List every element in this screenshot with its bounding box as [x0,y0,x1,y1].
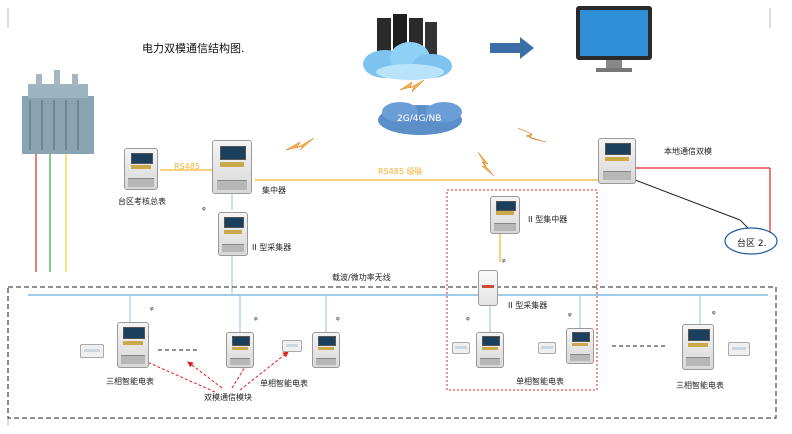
area-assessment-meter [124,148,158,190]
rs485-left-label: RS485 [174,162,200,171]
antenna-icon: ᵠ [466,316,470,326]
antenna-icon: ᵠ [202,206,206,216]
carrier-line-label: 载波/微功率无线 [332,273,391,282]
collector-ii-mid-label: II 型采集器 [508,301,548,310]
single-phase-mid-label: 单相智能电表 [516,377,564,386]
three-phase-meter-left [117,322,149,368]
arrow-right-icon [490,37,534,59]
lightning-icon [285,137,315,151]
local-dual-mode-device [598,138,636,184]
type-ii-area-boundary [446,189,598,391]
cellular-cloud-icon [378,102,462,135]
dual-mode-module-card [452,342,470,354]
concentrator-ii-label: II 型集中器 [528,215,568,224]
area2-node [724,227,778,255]
single-phase-meter-3 [476,332,504,368]
single-phase-left-label: 单相智能电表 [260,379,308,388]
concentrator-label: 集中器 [262,186,286,195]
lightning-icon [477,151,495,177]
three-phase-left-label: 三相智能电表 [106,377,154,386]
diagram-title: 电力双模通信结构图. [142,42,245,55]
antenna-icon: ᵠ [502,258,506,268]
transformer-icon [22,70,94,154]
single-phase-meter-4 [566,328,594,364]
antenna-icon: ᵠ [712,310,716,320]
lightning-icon [399,79,425,93]
dual-mode-module-card [728,342,750,356]
area-meter-label: 台区考核总表 [118,197,166,206]
antenna-icon: ᵠ [254,316,258,326]
three-phase-meter-right [682,324,714,370]
dual-mode-module-card [80,344,104,358]
three-phase-right-label: 三相智能电表 [676,381,724,390]
collector-ii-device-mid [478,270,498,306]
collector-ii-left-label: II 型采集器 [252,243,292,252]
antenna-icon: ᵠ [336,316,340,326]
dual-mode-module-label: 双模通信模块 [204,393,252,402]
lightning-icon [517,127,547,143]
single-phase-meter-2 [312,332,340,368]
meter-area-boundary [7,286,777,419]
antenna-icon: ᵠ [150,306,154,316]
dual-mode-module-card [282,340,302,352]
local-dual-mode-label: 本地通信双模 [664,147,712,156]
cellular-label: 2G/4G/NB [397,114,442,124]
collector-ii-device-left [218,212,248,256]
single-phase-meter-1 [226,332,254,368]
monitor-icon [576,6,652,72]
antenna-icon: ᵠ [568,312,572,322]
concentrator-ii-device [490,196,520,234]
concentrator-device [212,140,252,194]
server-cloud-icon [363,14,452,80]
area2-label: 台区 2. [737,239,767,249]
dual-mode-module-card [538,342,556,354]
rs485-cascade-label: RS485 级联 [378,167,423,176]
